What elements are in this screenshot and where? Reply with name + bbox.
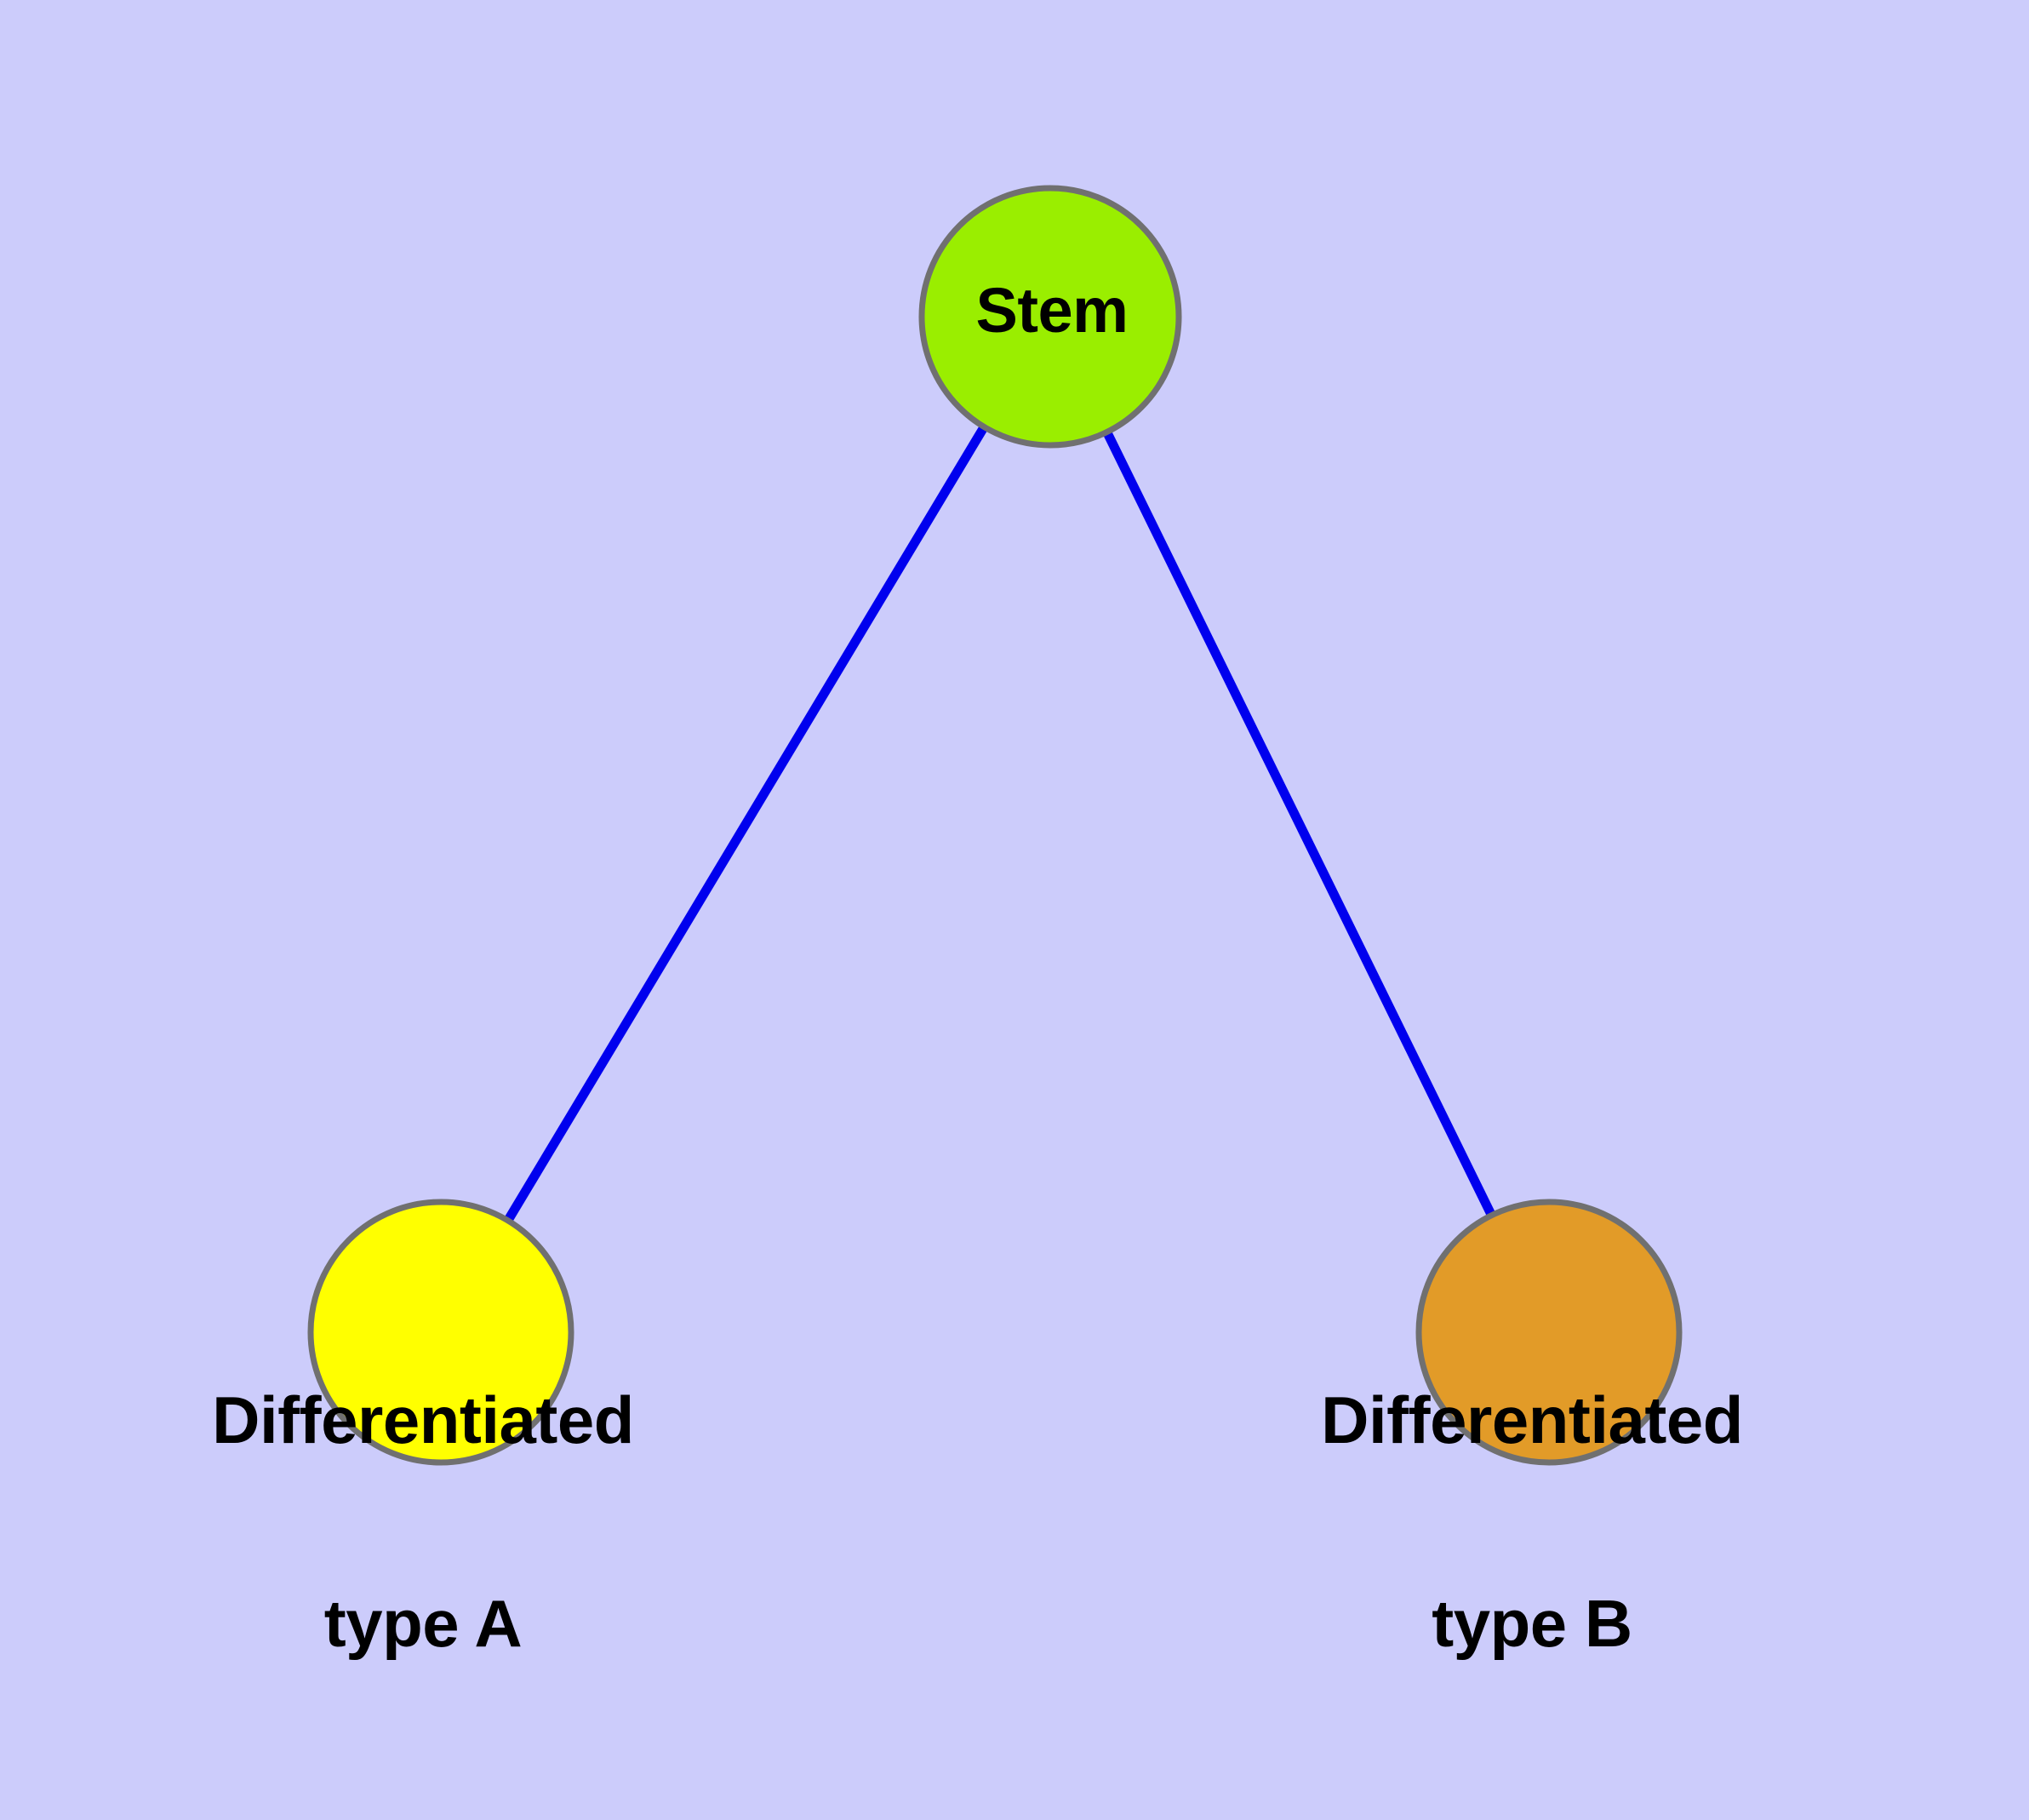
node-differentiated-type-a[interactable]	[307, 1199, 574, 1466]
node-differentiated-type-b[interactable]	[1415, 1199, 1683, 1466]
edge-stem-to-differentiated-b[interactable]	[1101, 427, 1497, 1220]
node-layer	[307, 185, 1683, 1466]
edge-layer	[502, 422, 1497, 1226]
edge-stem-to-differentiated-a[interactable]	[502, 422, 990, 1226]
node-stem[interactable]	[918, 185, 1182, 449]
